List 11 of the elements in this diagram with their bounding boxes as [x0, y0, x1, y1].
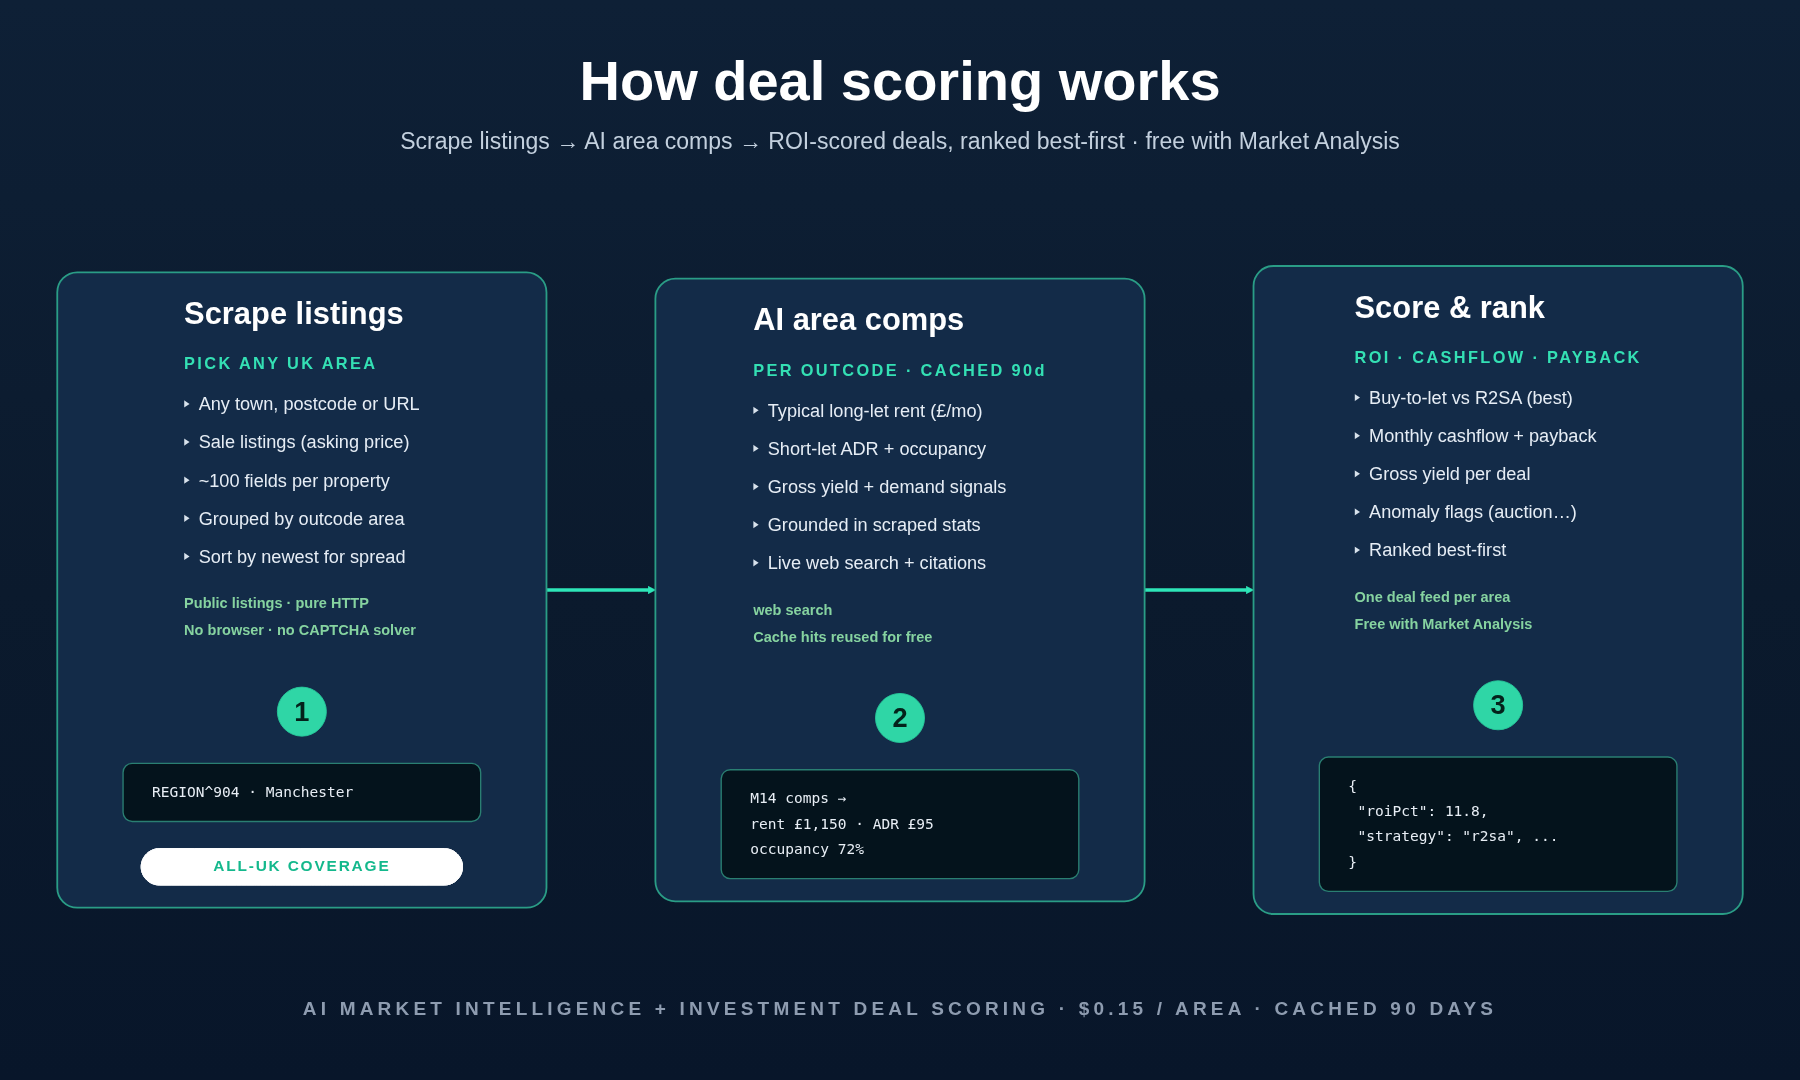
node-circle: 1 — [276, 686, 327, 737]
diagram-title: How deal scoring works — [579, 48, 1221, 114]
node-circle: 3 — [1473, 680, 1524, 731]
node-circle: 2 — [875, 693, 925, 743]
arrow — [1144, 586, 1254, 594]
node-box: REGION^904 · Manchester — [122, 762, 482, 823]
arrow — [546, 586, 656, 594]
footer-caption: AI MARKET INTELLIGENCE + INVESTMENT DEAL SCORING · $0.15 / AREA · CACHED 90 DAYS — [302, 997, 1498, 1021]
subtitle: Scrape listings → AI area comps → ROI-scored deals, ranked best-first · free with Market Analysis — [400, 127, 1400, 156]
node-box: M14 comps → rent £1,150 · ADR £95 occupancy 72% — [720, 769, 1080, 880]
node-box: { "roiPct": 11.8, "strategy": "r2sa", ... } — [1318, 756, 1678, 892]
